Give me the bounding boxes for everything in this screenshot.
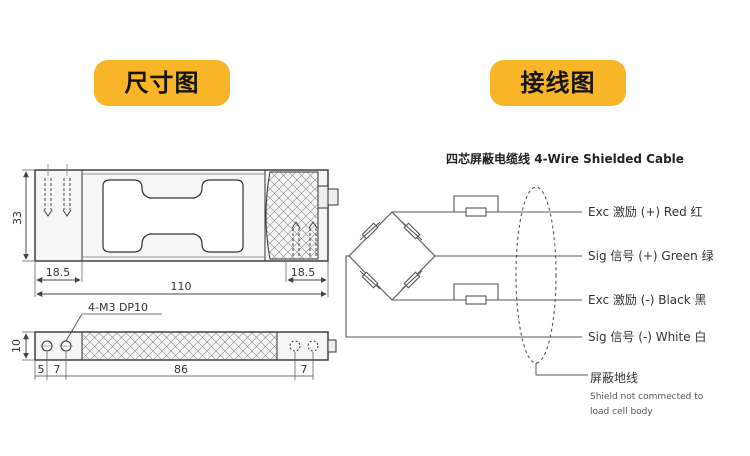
dimension-drawing-title: 尺寸图 — [94, 60, 230, 106]
svg-text:7: 7 — [301, 363, 308, 376]
load-cell-front-view — [34, 164, 339, 262]
load-cell-side-view: 4-M3 DP10 — [34, 301, 337, 361]
wire-label-exc-minus: Exc 激励 (-) Black 黑 — [588, 293, 707, 307]
svg-text:4-M3 DP10: 4-M3 DP10 — [88, 301, 148, 314]
cable-title: 四芯屏蔽电缆线 4-Wire Shielded Cable — [446, 151, 684, 166]
shield-title: 屏蔽地线 — [590, 371, 638, 385]
svg-text:110: 110 — [171, 280, 192, 293]
svg-text:5: 5 — [38, 363, 45, 376]
dim-height-33: 33 — [11, 169, 34, 262]
dim-hole-spacing: 5 7 86 7 — [34, 352, 314, 380]
right-threaded-holes — [291, 221, 318, 258]
svg-text:86: 86 — [174, 363, 188, 376]
svg-text:18.5: 18.5 — [46, 266, 71, 279]
dim-right-18-5: 18.5 — [285, 262, 329, 297]
shield-ellipse — [515, 186, 588, 376]
wiring-diagram-title: 接线图 — [490, 60, 626, 106]
wire-label-exc-plus: Exc 激励 (+) Red 红 — [588, 204, 703, 219]
shield-note-line-2: load cell body — [590, 407, 653, 417]
svg-text:7: 7 — [54, 363, 61, 376]
svg-text:33: 33 — [11, 211, 24, 225]
wire-label-sig-plus: Sig 信号 (+) Green 绿 — [588, 248, 714, 263]
dim-left-18-5: 18.5 — [34, 262, 83, 297]
svg-text:10: 10 — [10, 339, 23, 353]
shield-note-line-1: Shield not commected to — [590, 392, 704, 402]
dim-length-110: 110 — [36, 280, 327, 297]
left-threaded-holes — [43, 164, 72, 217]
dim-side-10: 10 — [10, 331, 34, 361]
wheatstone-bridge — [345, 195, 582, 338]
wire-label-sig-minus: Sig 信号 (-) White 白 — [588, 329, 706, 344]
svg-text:18.5: 18.5 — [291, 266, 316, 279]
